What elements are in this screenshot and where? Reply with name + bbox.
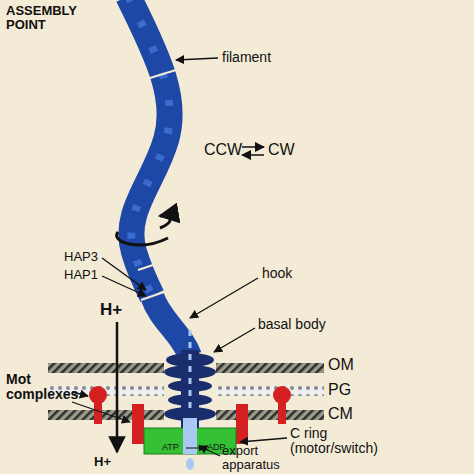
filament bbox=[128, 0, 170, 296]
switch-arrow bbox=[242, 154, 264, 156]
part-label: HAP3 bbox=[64, 250, 108, 264]
leader-line bbox=[176, 58, 218, 60]
export-drop bbox=[186, 458, 194, 470]
proton-arrow bbox=[116, 322, 119, 452]
leader-line bbox=[240, 438, 287, 442]
leader-line bbox=[72, 402, 130, 422]
hook bbox=[152, 296, 190, 356]
part-label: filament bbox=[222, 50, 302, 65]
state-label: CCW bbox=[204, 141, 248, 159]
part-label: basal body bbox=[258, 317, 358, 332]
mot-complex bbox=[236, 404, 248, 444]
heading-label: ASSEMBLY POINT bbox=[6, 4, 106, 32]
part-label: hook bbox=[262, 266, 322, 281]
outer-membrane bbox=[216, 363, 324, 373]
ion-label: H+ bbox=[100, 300, 140, 319]
leader-line bbox=[102, 276, 146, 296]
part-label: HAP1 bbox=[64, 268, 108, 282]
switch-arrow bbox=[242, 146, 264, 148]
leader-line bbox=[102, 258, 146, 290]
rotation-arrow bbox=[117, 232, 168, 245]
leader-line bbox=[190, 278, 258, 318]
part-label: C ring (motor/switch) bbox=[290, 426, 390, 456]
cytoplasmic-membrane bbox=[48, 410, 164, 420]
peptidoglycan-layer bbox=[216, 386, 324, 396]
mot-complex bbox=[132, 404, 144, 444]
layer-label: CM bbox=[328, 405, 368, 423]
export-channel bbox=[189, 330, 192, 412]
ion-label: H+ bbox=[94, 455, 124, 469]
filament-break bbox=[150, 70, 176, 78]
filament-flow bbox=[128, 0, 170, 296]
part-label: export apparatus bbox=[222, 444, 292, 472]
layer-label: PG bbox=[328, 381, 368, 399]
outer-membrane bbox=[48, 363, 164, 373]
mot-complex bbox=[278, 400, 286, 424]
layer-label: OM bbox=[328, 356, 368, 374]
molecule-label: ATP bbox=[162, 442, 186, 452]
part-label: Mot complexes bbox=[6, 372, 81, 402]
cytoplasmic-membrane bbox=[216, 410, 324, 420]
rotation-arrow bbox=[160, 216, 170, 228]
state-label: CW bbox=[268, 141, 308, 159]
filament-break bbox=[138, 262, 162, 270]
export-apparatus bbox=[183, 418, 197, 454]
leader-line bbox=[214, 328, 255, 352]
